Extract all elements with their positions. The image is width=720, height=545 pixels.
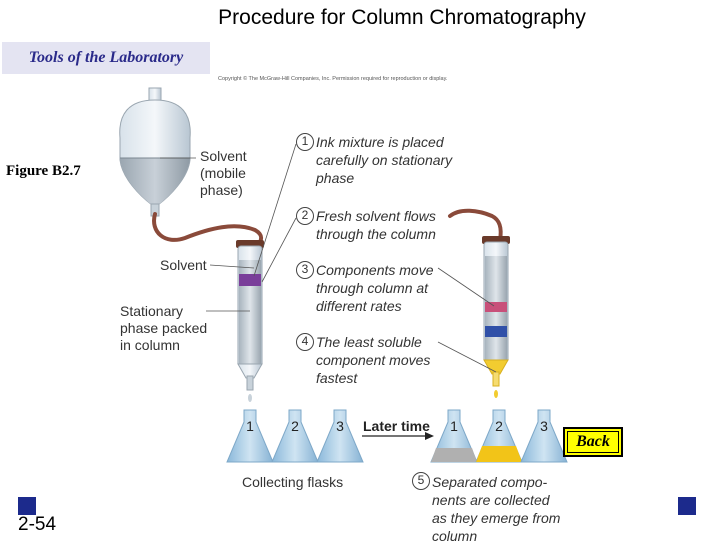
leader-lines [160,143,497,373]
solvent-mobile-label: Solvent (mobile phase) [200,148,247,199]
label-line: phase packed [120,320,208,336]
step-5-text: Separated compo- nents are collected as … [432,473,560,545]
step-line: as they emerge from [432,510,561,526]
step-3-text: Components move through column at differ… [316,261,434,315]
back-button[interactable]: Back [563,427,623,457]
pink-band [485,302,507,312]
label-line: Solvent [200,148,247,164]
collecting-flasks-right [430,409,568,463]
step-line: carefully on stationary [316,152,453,168]
label-line: Stationary [120,303,184,319]
separatory-funnel [119,87,191,217]
page-title: Procedure for Column Chromatography [218,6,586,29]
column-right [448,208,510,398]
column-left [236,240,264,402]
step-line: through the column [316,226,436,242]
nav-square-right[interactable] [678,497,696,515]
flask-number: 1 [246,418,254,434]
copyright-notice: Copyright © The McGraw-Hill Companies, I… [218,76,448,82]
collecting-flasks-left [226,409,364,463]
flask-number: 2 [495,418,503,434]
label-line: in column [120,337,180,353]
nav-square-left[interactable] [18,497,36,515]
step-1-text: Ink mixture is placed carefully on stati… [316,133,452,187]
step-line: nents are collected [432,492,550,508]
step-4-text: The least soluble component moves fastes… [316,333,430,387]
step-5-number: 5 [412,472,430,490]
step-line: different rates [316,298,402,314]
solvent-tube-right [448,208,503,242]
step-2-text: Fresh solvent flows through the column [316,207,436,243]
ink-band [239,274,261,286]
later-time-label: Later time [363,418,430,434]
collecting-flasks-label: Collecting flasks [242,474,344,490]
flask-number: 1 [450,418,458,434]
blue-band [485,326,507,337]
later-time-arrow [362,432,434,440]
step-line: The least soluble [316,334,422,350]
step-line: through column at [316,280,429,296]
step-2-number: 2 [296,207,314,225]
step-line: phase [316,170,355,186]
step-line: Fresh solvent flows [316,208,436,224]
step-line: component moves [316,352,431,368]
page-number: 2-54 [18,514,57,535]
step-line: fastest [316,370,358,386]
step-4-number: 4 [296,333,314,351]
stationary-phase-label: Stationary phase packed in column [120,303,207,354]
step-3-number: 3 [296,261,314,279]
figure-label: Figure B2.7 [6,163,81,179]
step-line: Ink mixture is placed [316,134,444,150]
flask-number: 2 [291,418,299,434]
step-line: Components move [316,262,434,278]
solvent-label: Solvent [160,257,207,273]
funnel-tube [152,212,264,244]
flask-number: 3 [540,418,548,434]
flask-number: 3 [336,418,344,434]
label-line: (mobile [200,165,246,181]
step-1-number: 1 [296,133,314,151]
section-label: Tools of the Laboratory [2,42,210,74]
step-line: column [432,528,478,544]
label-line: phase) [200,182,243,198]
step-line: Separated compo- [432,474,548,490]
